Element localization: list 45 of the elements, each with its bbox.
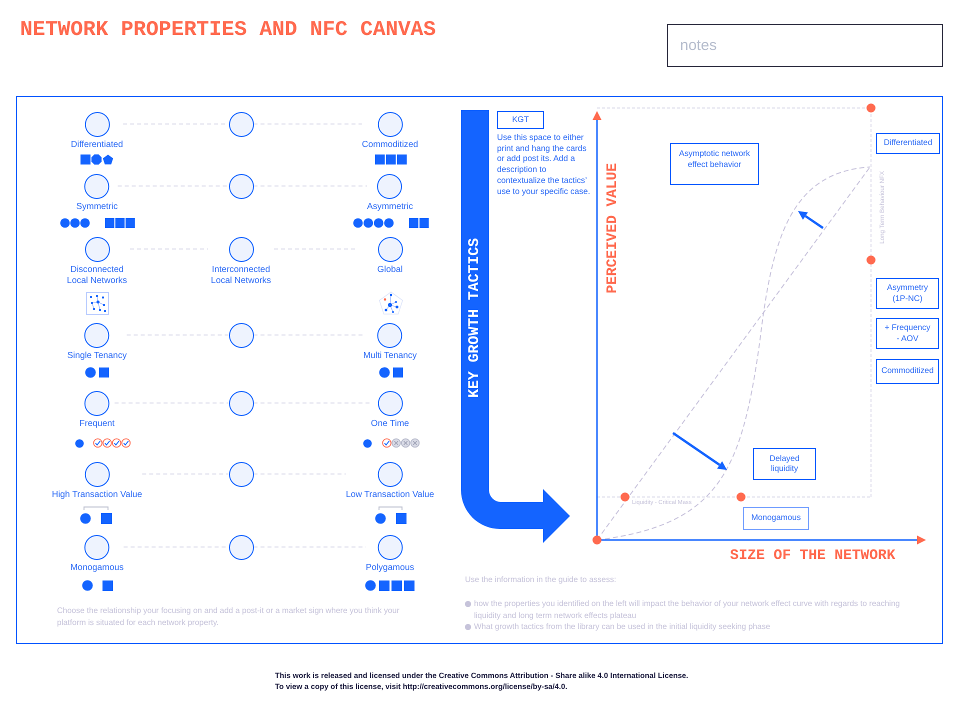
arrow-label: KEY GROWTH TACTICS — [466, 238, 484, 398]
property-label: One Time — [370, 418, 410, 428]
placement-circle — [228, 534, 254, 560]
dashed-connector — [254, 546, 366, 548]
property-label: Frequent — [79, 418, 115, 428]
property-label: Asymmetric — [367, 200, 413, 212]
dashed-connector — [142, 473, 228, 475]
dashed-connector — [114, 402, 228, 404]
dashed-connector — [254, 473, 346, 475]
dashed-connector — [254, 185, 368, 187]
property-label: Differentiated — [70, 138, 124, 150]
dashed-connector — [130, 248, 208, 250]
property-label: High Transaction Value — [52, 488, 142, 500]
property-label: Commoditized — [362, 138, 418, 150]
tag-box: KGT — [497, 111, 544, 129]
dashed-connector — [118, 185, 228, 187]
property-label: Low Transaction Value — [346, 488, 434, 500]
dashed-connector — [124, 546, 228, 548]
dashed-connector — [254, 402, 371, 404]
axis-title: SIZE OF THE NETWORK — [730, 548, 896, 565]
placement-circle — [228, 462, 254, 486]
page-title: NETWORK PROPERTIES AND NFC CANVAS — [20, 19, 436, 42]
property-label: Interconnected Local Networks — [210, 264, 272, 286]
placement-circle — [228, 322, 254, 348]
property-label: Disconnected Local Networks — [66, 264, 128, 286]
dashed-connector — [254, 123, 362, 125]
property-label: Multi Tenancy — [363, 350, 417, 360]
property-label: Single Tenancy — [67, 350, 127, 360]
dashed-connector — [254, 334, 364, 336]
dashed-connector — [274, 248, 357, 250]
notes-field: notes — [667, 24, 943, 67]
instruction-text: Choose the relationship your focusing on and add a post-it or a market sign where you think your platform is situated for each network property. — [57, 605, 400, 628]
bullet-text: how the properties you identified on the left will impact the behavior of your network effect curve with regards to reaching liquidity and long term network effects plateau — [474, 598, 901, 621]
instruction-text: Use this space to either print and hang the cards or add post its. Add a description to contextualize the tactics’ use to your specific case. — [497, 132, 592, 196]
placement-circle — [228, 112, 254, 136]
instruction-text: Use the information in the guide to assess: — [465, 575, 616, 584]
property-label: Symmetric — [76, 200, 118, 212]
property-label: Monogamous — [70, 562, 124, 572]
dashed-connector — [126, 334, 228, 336]
placement-circle — [228, 174, 254, 198]
placement-circle — [228, 390, 254, 416]
dashed-connector — [123, 123, 228, 125]
bullet-text: What growth tactics from the library can be used in the initial liquidity seeking phase — [474, 621, 772, 632]
property-label: Polygamous — [366, 562, 414, 572]
property-label: Global — [376, 264, 404, 274]
